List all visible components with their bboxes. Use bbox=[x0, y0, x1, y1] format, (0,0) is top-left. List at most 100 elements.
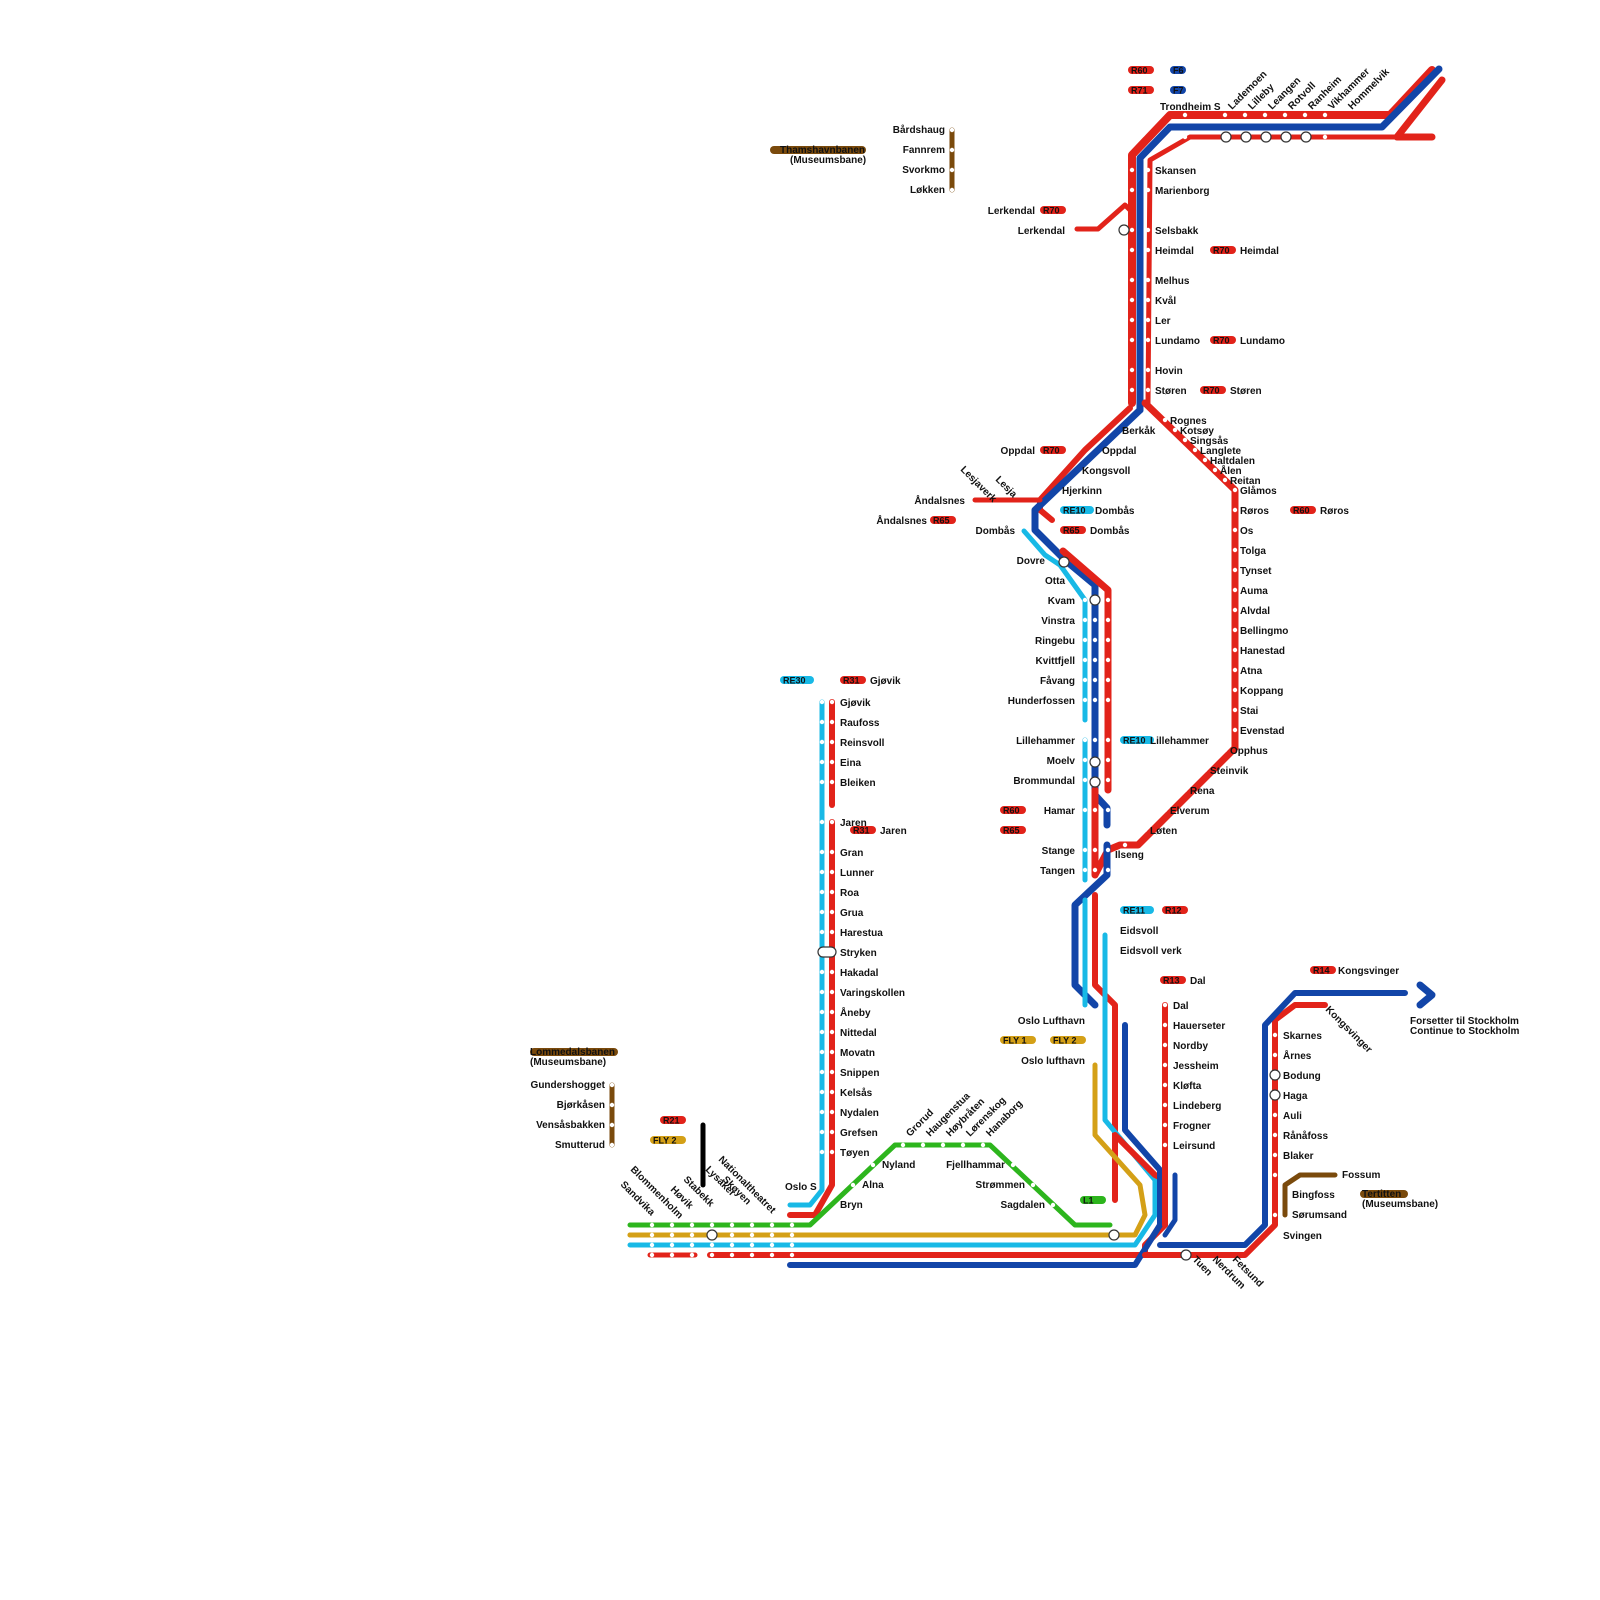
station-label[interactable]: Heimdal bbox=[1155, 246, 1194, 257]
station-label[interactable]: Eidsvoll verk bbox=[1120, 946, 1182, 957]
station-label[interactable]: Auma bbox=[1240, 586, 1268, 597]
station-label[interactable]: Roa bbox=[840, 888, 859, 899]
station-label[interactable]: Bingfoss bbox=[1292, 1190, 1335, 1201]
station-label[interactable]: Marienborg bbox=[1155, 186, 1209, 197]
station-label[interactable]: Bodung bbox=[1283, 1071, 1321, 1082]
station-label[interactable]: Kvittfjell bbox=[1036, 656, 1076, 667]
station-label[interactable]: Heimdal bbox=[1240, 246, 1279, 257]
station-label[interactable]: Hjerkinn bbox=[1062, 486, 1102, 497]
station-label[interactable]: Oslo lufthavn bbox=[1021, 1056, 1085, 1067]
station-label[interactable]: Skansen bbox=[1155, 166, 1196, 177]
station-label[interactable]: Hovin bbox=[1155, 366, 1183, 377]
station-label[interactable]: Løkken bbox=[910, 185, 945, 196]
station-label[interactable]: Kotsøy bbox=[1180, 426, 1214, 437]
station-label[interactable]: Ler bbox=[1155, 316, 1171, 327]
station-label[interactable]: Ålen bbox=[1220, 464, 1242, 477]
station-label[interactable]: Vensåsbakken bbox=[536, 1119, 605, 1131]
station-label[interactable]: Varingskollen bbox=[840, 988, 905, 999]
station-label[interactable]: Bårdshaug bbox=[893, 124, 945, 136]
station-label[interactable]: Lundamo bbox=[1240, 336, 1285, 347]
station-label[interactable]: Stryken bbox=[840, 948, 877, 959]
station-label[interactable]: Kløfta bbox=[1173, 1081, 1202, 1092]
interchange-stop[interactable] bbox=[1280, 131, 1292, 143]
station-label[interactable]: Snippen bbox=[840, 1068, 879, 1079]
station-label[interactable]: Glåmos bbox=[1240, 485, 1277, 497]
station-label[interactable]: Brommundal bbox=[1013, 776, 1075, 787]
station-label[interactable]: Røros bbox=[1320, 506, 1349, 517]
station-label[interactable]: Forsetter til Stockholm bbox=[1410, 1016, 1519, 1027]
thamshavn-title[interactable]: Thamshavnbanen bbox=[780, 145, 865, 156]
station-label[interactable]: Sagdalen bbox=[1001, 1200, 1045, 1211]
station-label[interactable]: Støren bbox=[1230, 386, 1262, 397]
station-label[interactable]: Bryn bbox=[840, 1200, 863, 1211]
station-label[interactable]: Jaren bbox=[840, 818, 867, 829]
station-label[interactable]: Frogner bbox=[1173, 1121, 1211, 1132]
station-label[interactable]: Atna bbox=[1240, 666, 1263, 677]
station-label[interactable]: Åndalsnes bbox=[876, 514, 927, 527]
station-label[interactable]: Vinstra bbox=[1041, 616, 1075, 627]
station-label[interactable]: Bellingmo bbox=[1240, 626, 1288, 637]
station-label[interactable]: Grefsen bbox=[840, 1128, 878, 1139]
station-label[interactable]: Melhus bbox=[1155, 276, 1190, 287]
station-label[interactable]: Lunner bbox=[840, 868, 874, 879]
interchange-stop[interactable] bbox=[1260, 131, 1272, 143]
station-label[interactable]: Nydalen bbox=[840, 1108, 879, 1119]
station-label[interactable]: Kvål bbox=[1155, 295, 1176, 307]
station-label[interactable]: Svorkmo bbox=[902, 165, 945, 176]
station-label[interactable]: Reinsvoll bbox=[840, 738, 885, 749]
station-label[interactable]: Hakadal bbox=[840, 968, 879, 979]
station-label[interactable]: Hamar bbox=[1044, 806, 1075, 817]
station-label[interactable]: Blaker bbox=[1283, 1151, 1314, 1162]
station-label[interactable]: Harestua bbox=[840, 928, 883, 939]
lommedal-title[interactable]: Lommedalsbanen bbox=[530, 1047, 615, 1058]
station-label[interactable]: Dombås bbox=[976, 525, 1016, 537]
station-label[interactable]: Otta bbox=[1045, 576, 1065, 587]
station-label[interactable]: Moelv bbox=[1047, 756, 1076, 767]
station-label[interactable]: Kongsvinger bbox=[1323, 1004, 1374, 1055]
station-label[interactable]: Smutterud bbox=[555, 1140, 605, 1151]
station-label[interactable]: Løten bbox=[1150, 826, 1177, 837]
station-label[interactable]: Leirsund bbox=[1173, 1141, 1215, 1152]
station-label[interactable]: Haga bbox=[1283, 1091, 1308, 1102]
station-label[interactable]: Evenstad bbox=[1240, 726, 1284, 737]
station-label[interactable]: Lindeberg bbox=[1173, 1101, 1221, 1112]
station-label[interactable]: Svingen bbox=[1283, 1231, 1322, 1242]
station-label[interactable]: Os bbox=[1240, 526, 1254, 537]
station-label[interactable]: Fåvang bbox=[1040, 675, 1075, 687]
interchange-stop[interactable] bbox=[1058, 556, 1070, 568]
station-label[interactable]: Steinvik bbox=[1210, 766, 1249, 777]
station-label[interactable]: Kelsås bbox=[840, 1087, 873, 1099]
station-label[interactable]: Gjøvik bbox=[840, 698, 871, 709]
station-label[interactable]: Ringebu bbox=[1035, 636, 1075, 647]
station-label[interactable]: Skarnes bbox=[1283, 1031, 1322, 1042]
station-label[interactable]: Dal bbox=[1190, 976, 1206, 987]
station-label[interactable]: Rognes bbox=[1170, 416, 1207, 427]
tertitten-title[interactable]: Tertitten bbox=[1362, 1189, 1401, 1200]
station-label[interactable]: Ilseng bbox=[1115, 850, 1144, 861]
lommedal-subtitle[interactable]: (Museumsbane) bbox=[530, 1057, 606, 1068]
station-label[interactable]: Jaren bbox=[880, 826, 907, 837]
station-label[interactable]: Lerkendal bbox=[1018, 226, 1065, 237]
station-label[interactable]: Jessheim bbox=[1173, 1061, 1219, 1072]
interchange-stop[interactable] bbox=[1240, 131, 1252, 143]
station-label[interactable]: Auli bbox=[1283, 1111, 1302, 1122]
interchange-stop[interactable] bbox=[1269, 1069, 1281, 1081]
interchange-stop[interactable] bbox=[1089, 756, 1101, 768]
station-label[interactable]: Gran bbox=[840, 848, 863, 859]
station-label[interactable]: Alvdal bbox=[1240, 606, 1270, 617]
station-label[interactable]: Nordby bbox=[1173, 1041, 1208, 1052]
interchange-stop[interactable] bbox=[1089, 594, 1101, 606]
station-label[interactable]: Strømmen bbox=[976, 1180, 1025, 1191]
station-label[interactable]: Haltdalen bbox=[1210, 456, 1255, 467]
station-label[interactable]: Selsbakk bbox=[1155, 226, 1199, 237]
thamshavn-subtitle[interactable]: (Museumsbane) bbox=[790, 155, 866, 166]
station-label[interactable]: Gjøvik bbox=[870, 676, 901, 687]
interchange-stop[interactable] bbox=[1269, 1089, 1281, 1101]
station-label[interactable]: Røros bbox=[1240, 506, 1269, 517]
tertitten-subtitle[interactable]: (Museumsbane) bbox=[1362, 1199, 1438, 1210]
station-label[interactable]: Tøyen bbox=[840, 1148, 869, 1159]
station-label[interactable]: Kongsvinger bbox=[1338, 966, 1399, 977]
station-label[interactable]: Oslo Lufthavn bbox=[1018, 1016, 1085, 1027]
station-label[interactable]: Tolga bbox=[1240, 546, 1266, 557]
station-label[interactable]: Hanestad bbox=[1240, 646, 1285, 657]
